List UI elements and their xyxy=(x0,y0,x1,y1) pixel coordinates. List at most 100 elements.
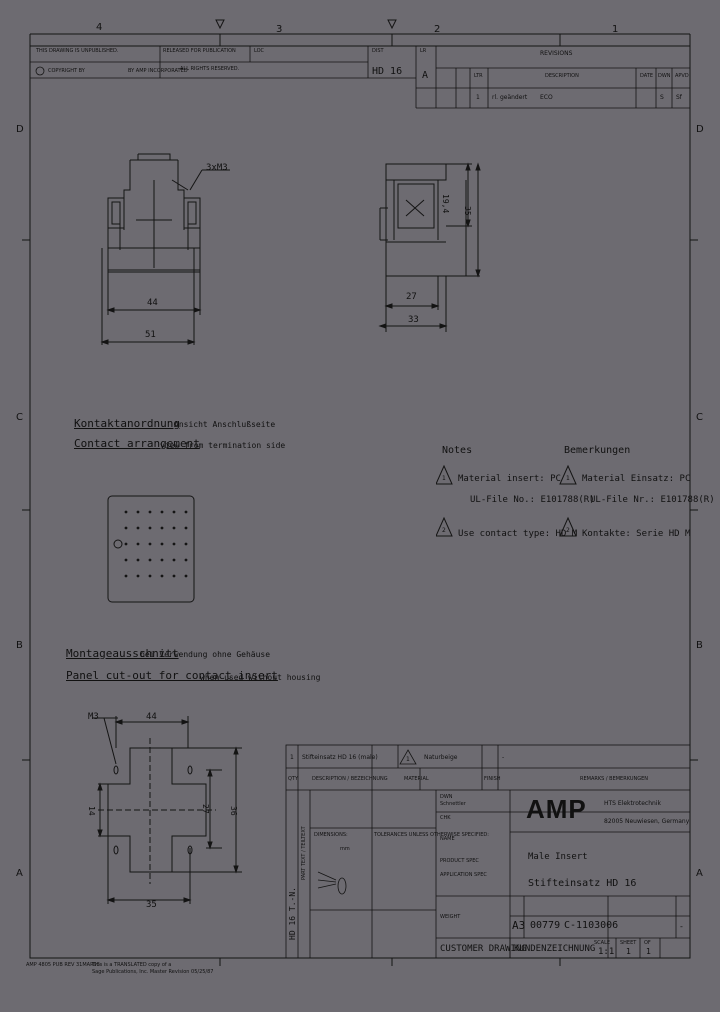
tb-name-label: NAME xyxy=(440,836,455,842)
note2-en: Use contact type: HD M xyxy=(458,529,578,539)
release-text-1: THIS DRAWING IS UNPUBLISHED. xyxy=(36,48,119,54)
notes-heading-de: Bemerkungen xyxy=(564,445,631,456)
tb-sheet-label: SHEET xyxy=(620,940,637,946)
rev-date-header: DATE xyxy=(640,73,654,79)
rev-row-num: 1 xyxy=(476,94,480,101)
grid-row-d-right: D xyxy=(696,124,704,135)
lr-value: A xyxy=(422,70,429,81)
tb-drawing-no: C-1103006 xyxy=(564,920,619,931)
tb-row1-qty: 1 xyxy=(290,754,294,761)
contact-pin xyxy=(136,574,140,578)
contact-pin xyxy=(136,542,140,546)
tb-vertical-label2: PART TEXT / TEILTEXT xyxy=(301,826,307,880)
tb-size: A3 xyxy=(512,919,526,932)
contact-pin xyxy=(160,526,164,530)
rev-apvd-header: APVD xyxy=(675,73,689,79)
tb-chk-label: CHK xyxy=(440,815,451,821)
dist-label: DIST xyxy=(372,48,384,54)
tb-rev: - xyxy=(680,922,683,931)
grid-row-b-left: B xyxy=(16,640,23,651)
grid-row-a-left: A xyxy=(16,868,23,879)
tb-tolerances: TOLERANCES UNLESS OTHERWISE SPECIFIED: xyxy=(374,832,489,838)
tb-row1-material: Naturbeige xyxy=(424,754,458,761)
tb-vertical-label: HD 16 T.-N. xyxy=(288,887,297,940)
grid-row-c-left: C xyxy=(16,412,23,423)
tb-sheet: 1 xyxy=(626,947,632,956)
grid-row-c-right: C xyxy=(696,412,703,423)
tb-dwn-label: DWN xyxy=(440,794,453,800)
side-dim-44: 44 xyxy=(147,298,158,308)
contact-pin xyxy=(148,510,152,514)
grid-row-b-right: B xyxy=(696,640,703,651)
contact-pin xyxy=(148,526,152,530)
footer-line3: Sage Publications, Inc. Master Revision … xyxy=(92,969,214,975)
contact-pin xyxy=(160,574,164,578)
contact-pin xyxy=(172,542,176,546)
end-view-drawing xyxy=(378,162,481,332)
grid-col-1: 1 xyxy=(612,24,619,35)
release-text-2: RELEASED FOR PUBLICATION xyxy=(163,48,236,54)
note-warning-icons xyxy=(436,464,577,537)
rev-dwn-header: DWN xyxy=(658,73,671,79)
contact-title-de: Kontaktanordnung xyxy=(74,417,180,430)
contact-pin xyxy=(148,558,152,562)
contact-title-de-suffix: Ansicht Anschlußseite xyxy=(174,420,276,429)
note1-en-b: UL-File No.: E101788(R) xyxy=(470,495,595,505)
thread-label: 3xM3 xyxy=(206,163,228,173)
hd-code: HD 16 xyxy=(372,66,403,77)
panel-title-en: Panel cut-out for contact insert xyxy=(66,669,278,682)
rev-row-sig2: Sf xyxy=(676,94,682,101)
contact-pin xyxy=(136,558,140,562)
footer-line1: AMP 4805 PUB REV 31MAR95 xyxy=(26,962,100,968)
tb-hdr-desc: DESCRIPTION / BEZEICHNUNG xyxy=(312,776,388,782)
note-mark-1-en: 1 xyxy=(442,475,446,482)
contact-pin xyxy=(172,510,176,514)
contact-pin xyxy=(160,542,164,546)
note-mark-2-en: 2 xyxy=(442,527,446,534)
tb-hdr-remarks: REMARKS / BEMERKUNGEN xyxy=(580,776,649,782)
panel-dim-44: 44 xyxy=(146,712,157,722)
tb-dwn-value: Schnettler xyxy=(440,801,466,807)
contact-pin xyxy=(124,510,128,514)
grid-row-d-left: D xyxy=(16,124,24,135)
notes-heading-en: Notes xyxy=(442,445,473,456)
panel-title-de: Montageausschnitt xyxy=(66,647,179,660)
contact-pin xyxy=(172,558,176,562)
contact-pin xyxy=(160,558,164,562)
header-grid xyxy=(30,46,690,109)
tb-scale: 1:1 xyxy=(598,947,615,957)
contact-pin xyxy=(124,574,128,578)
contact-pin xyxy=(136,526,140,530)
grid-col-3: 3 xyxy=(276,24,283,35)
contact-pin xyxy=(148,542,152,546)
note1-en-a: Material insert: PC xyxy=(458,474,561,484)
end-dim-33: 33 xyxy=(408,315,419,325)
note1-de-a: Material Einsatz: PC xyxy=(582,474,691,484)
tb-customer-drawing: CUSTOMER DRAWING xyxy=(440,944,527,954)
side-view-drawing xyxy=(100,153,230,345)
tb-dimensions: DIMENSIONS: xyxy=(314,832,348,838)
panel-dim-m3: M3 xyxy=(88,712,99,722)
note1-de-b: UL-File Nr.: E101788(R) xyxy=(590,495,715,505)
by-amp-text: BY AMP INCORPORATED xyxy=(128,68,188,74)
note-mark-2-de: 2 xyxy=(566,527,570,534)
tb-name-line1: Male Insert xyxy=(528,852,588,862)
tb-hdr-qty: QTY xyxy=(288,776,299,782)
note-mark-1-de: 1 xyxy=(566,475,570,482)
tb-of: 1 xyxy=(646,947,652,956)
rev-ltr-header: LTR xyxy=(474,73,483,79)
panel-title-en-suffix: when used without housing xyxy=(200,673,321,682)
contact-pin xyxy=(172,526,176,530)
tb-company-1: HTS Elektrotechnik xyxy=(604,800,661,807)
contact-title-en: Contact arrangement xyxy=(74,437,200,450)
tb-application-spec: APPLICATION SPEC xyxy=(440,872,487,878)
rev-row-sig1: S xyxy=(660,94,664,101)
rev-row-eco: ECO xyxy=(540,94,553,101)
contact-pin xyxy=(124,558,128,562)
panel-title-de-suffix: bei Verwendung ohne Gehäuse xyxy=(140,650,271,659)
tb-name-line2: Stifteinsatz HD 16 xyxy=(528,878,637,889)
rev-description-header: DESCRIPTION xyxy=(545,73,579,79)
tb-mm: mm xyxy=(340,846,350,852)
tb-of-label: OF xyxy=(644,940,651,946)
